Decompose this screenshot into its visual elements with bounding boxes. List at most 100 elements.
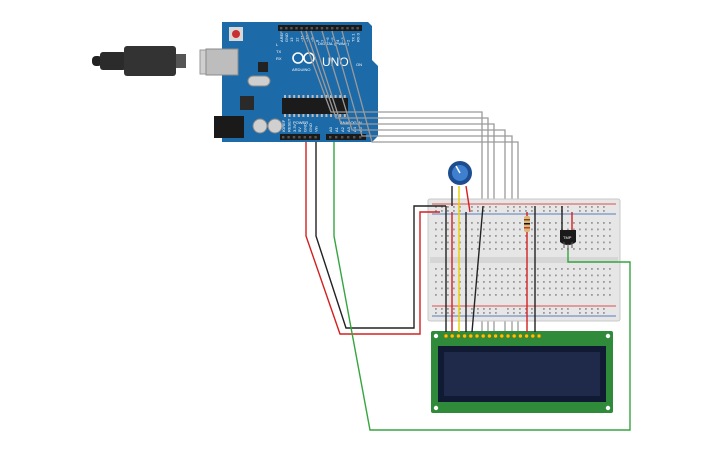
lcd-pin[interactable] [518, 333, 523, 339]
breadboard-hole [507, 210, 509, 212]
breadboard-hole [579, 281, 581, 283]
breadboard-hole [531, 222, 533, 224]
digital-pin-label: ~11 [299, 35, 304, 42]
header-hole [309, 136, 312, 139]
chip-pin [330, 114, 332, 117]
breadboard-hole [555, 210, 557, 212]
wire-5v-red[interactable] [305, 142, 440, 335]
breadboard-hole [435, 294, 437, 296]
analog-header[interactable] [326, 134, 366, 140]
lcd-pin[interactable] [443, 333, 449, 339]
breadboard-hole [489, 274, 491, 277]
lcd-pin[interactable] [493, 333, 498, 339]
usb-cable[interactable] [92, 46, 231, 76]
digital-header[interactable] [278, 25, 362, 31]
lcd-pin[interactable] [468, 333, 474, 339]
temperature-sensor[interactable]: TMP [560, 230, 576, 250]
wire-lcd-k[interactable] [471, 205, 484, 333]
breadboard-hole [495, 281, 497, 283]
chip-pin [325, 114, 328, 117]
breadboard-hole [561, 287, 563, 290]
breadboard-hole [471, 274, 473, 277]
breadboard-hole [555, 274, 557, 277]
resistor[interactable] [524, 216, 530, 232]
breadboard-hole [507, 274, 509, 277]
breadboard-hole [609, 222, 611, 224]
breadboard-hole [477, 281, 479, 283]
wire-pot-vcc[interactable] [465, 185, 471, 213]
lcd-16x2-module[interactable] [431, 331, 613, 413]
lcd-pin-header[interactable] [443, 333, 542, 339]
power-pin-label: Vin [313, 126, 318, 132]
breadboard-hole [591, 281, 593, 283]
analog-pin-label: A2 [340, 126, 345, 132]
lcd-pin[interactable] [530, 333, 536, 339]
breadboard-hole [435, 222, 437, 224]
lcd-pin[interactable] [499, 333, 505, 339]
breadboard-hole [495, 308, 497, 310]
breadboard-hole [489, 268, 491, 270]
breadboard-hole [489, 287, 491, 290]
breadboard-hole [501, 281, 503, 283]
lcd-pin[interactable] [487, 333, 492, 339]
breadboard-hole [477, 312, 479, 314]
lcd-pin[interactable] [505, 333, 511, 339]
breadboard-hole [441, 248, 443, 250]
reset-button[interactable] [232, 30, 240, 38]
lcd-pin[interactable] [511, 333, 517, 339]
breadboard-hole [453, 228, 455, 231]
breadboard-hole [471, 287, 473, 290]
breadboard-hole [567, 308, 569, 310]
breadboard-hole [519, 241, 521, 244]
digital-pin-label: ~9 [310, 37, 315, 42]
breadboard-hole [477, 287, 479, 290]
breadboard-hole [573, 294, 575, 296]
lcd-pin[interactable] [449, 333, 455, 339]
lcd-pin[interactable] [456, 333, 461, 339]
lcd-pin[interactable] [524, 333, 529, 339]
breadboard-hole [489, 241, 491, 244]
breadboard-hole [549, 235, 551, 237]
breadboard-hole [591, 206, 593, 208]
center-channel [430, 257, 618, 263]
breadboard-hole [531, 312, 533, 314]
breadboard-hole [453, 248, 455, 250]
potentiometer[interactable] [448, 161, 472, 185]
lcd-pin[interactable] [462, 333, 467, 339]
breadboard-hole [579, 294, 581, 296]
breadboard-hole [459, 210, 461, 212]
breadboard-hole [489, 248, 491, 250]
breadboard-hole [441, 281, 443, 283]
breadboard-hole [585, 248, 587, 250]
lcd-screen [444, 352, 600, 396]
power-wires[interactable] [305, 142, 631, 431]
breadboard-hole [483, 222, 485, 224]
breadboard-hole [495, 312, 497, 314]
breadboard-hole [483, 241, 485, 244]
lcd-pin[interactable] [474, 333, 480, 339]
breadboard-hole [447, 287, 449, 290]
breadboard-hole [471, 241, 473, 244]
breadboard-hole [495, 241, 497, 244]
breadboard[interactable] [427, 198, 621, 322]
breadboard-hole [483, 248, 485, 250]
breadboard-hole [519, 308, 521, 310]
wire-sensor-green[interactable] [333, 142, 631, 431]
power-pin-label: 3.3V [292, 123, 297, 132]
wire-gnd-black[interactable] [315, 142, 446, 329]
chip-pin [297, 95, 300, 98]
breadboard-hole [441, 308, 443, 310]
header-hole [295, 27, 298, 30]
breadboard-hole [543, 228, 545, 231]
lcd-pin[interactable] [536, 333, 542, 339]
breadboard-hole [489, 228, 491, 231]
header-holes [280, 27, 362, 139]
breadboard-hole [519, 281, 521, 283]
lcd-pin[interactable] [480, 333, 486, 339]
chip-pin [339, 114, 342, 117]
digital-pin-label: 13 [289, 37, 294, 42]
breadboard-hole [447, 235, 449, 237]
